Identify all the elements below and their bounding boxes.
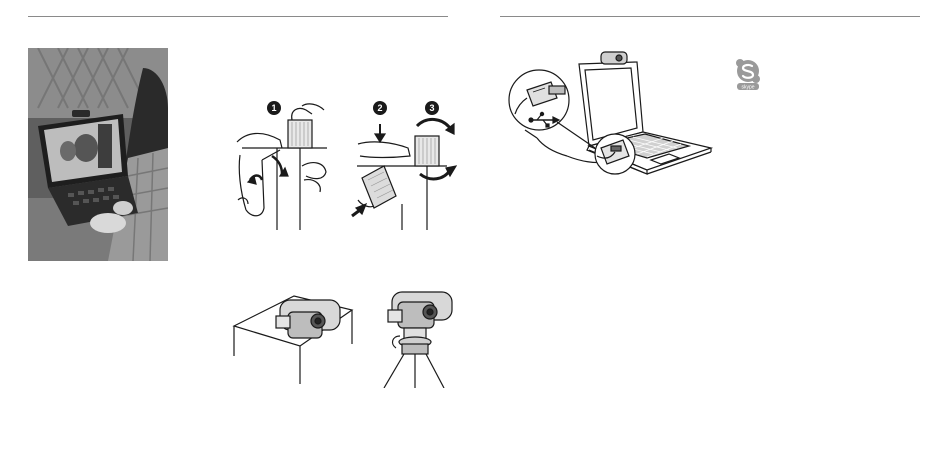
- header-rule: [28, 16, 448, 17]
- table-tripod-illustration: [232, 288, 457, 388]
- step-1-marker: 1: [267, 101, 281, 115]
- left-page: 1 2 3: [0, 0, 475, 455]
- svg-text:3: 3: [429, 103, 434, 113]
- step-3-marker: 3: [425, 101, 439, 115]
- skype-logo-icon: skype: [733, 58, 763, 90]
- svg-text:1: 1: [271, 103, 276, 113]
- header-rule: [500, 16, 920, 17]
- lifestyle-photo: [28, 48, 168, 261]
- clip-mount-illustration: 1 2 3: [232, 100, 457, 230]
- laptop-usb-illustration: [497, 48, 722, 178]
- right-page: skype: [475, 0, 950, 455]
- svg-text:2: 2: [377, 103, 382, 113]
- step-2-marker: 2: [373, 101, 387, 115]
- skype-wordmark: skype: [741, 85, 754, 91]
